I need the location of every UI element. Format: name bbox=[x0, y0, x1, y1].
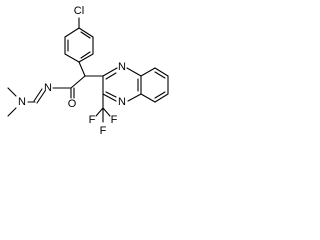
bond-cf3-f-right bbox=[102, 107, 111, 117]
bond-benzo-2 bbox=[154, 67, 169, 77]
bond-pyr-dbl2 bbox=[105, 91, 117, 98]
bond-ring-a4 bbox=[64, 53, 80, 63]
bond-benzo-dbl2 bbox=[154, 91, 166, 99]
atom-n-dimethyl: N bbox=[18, 96, 26, 108]
atom-n-quinox-bottom: N bbox=[118, 96, 126, 108]
bond-nme2-methyl-up bbox=[7, 87, 17, 97]
bond-n-ch-1 bbox=[36, 90, 46, 104]
bond-cf3-f-left bbox=[95, 107, 104, 117]
bond-pyr-dbl1 bbox=[105, 72, 117, 80]
bond-n-ch-2 bbox=[33, 88, 43, 102]
bond-ring-a3 bbox=[78, 53, 94, 63]
bond-ring-a6 bbox=[64, 27, 80, 38]
bond-ring-a-dbl2 bbox=[80, 51, 91, 59]
quinoxaline-benzo-ring bbox=[140, 67, 169, 103]
chlorophenyl-ring bbox=[64, 17, 94, 63]
atom-n-amide: N bbox=[44, 82, 52, 94]
quinoxaline-pyrazine-ring bbox=[102, 67, 142, 102]
atom-n-quinox-top: N bbox=[118, 61, 126, 73]
bond-nme2-methyl-down bbox=[7, 107, 17, 117]
atom-o-carbonyl: O bbox=[68, 98, 77, 110]
atom-f-bottom: F bbox=[100, 125, 107, 137]
bond-ring-a1 bbox=[78, 27, 94, 38]
bond-pyr-2 bbox=[126, 67, 142, 77]
bond-ch-to-carbonyl bbox=[70, 75, 86, 89]
bond-ring-to-ch bbox=[78, 61, 86, 77]
bond-pyr-4 bbox=[127, 93, 142, 102]
bond-benzo-5 bbox=[140, 93, 156, 103]
atom-f-left: F bbox=[89, 114, 96, 126]
bond-benzo-4 bbox=[154, 93, 169, 103]
bond-benzo-1 bbox=[140, 67, 156, 77]
bond-pyr-5 bbox=[102, 93, 117, 102]
atom-cl: Cl bbox=[74, 5, 84, 17]
bond-ring-a-dbl1 bbox=[80, 31, 91, 39]
atom-f-right: F bbox=[111, 114, 118, 126]
bond-benzo-dbl1 bbox=[154, 71, 166, 79]
bond-pyr-1 bbox=[102, 67, 118, 77]
molecule-structure: Cl N N N N O F F F bbox=[7, 5, 169, 137]
